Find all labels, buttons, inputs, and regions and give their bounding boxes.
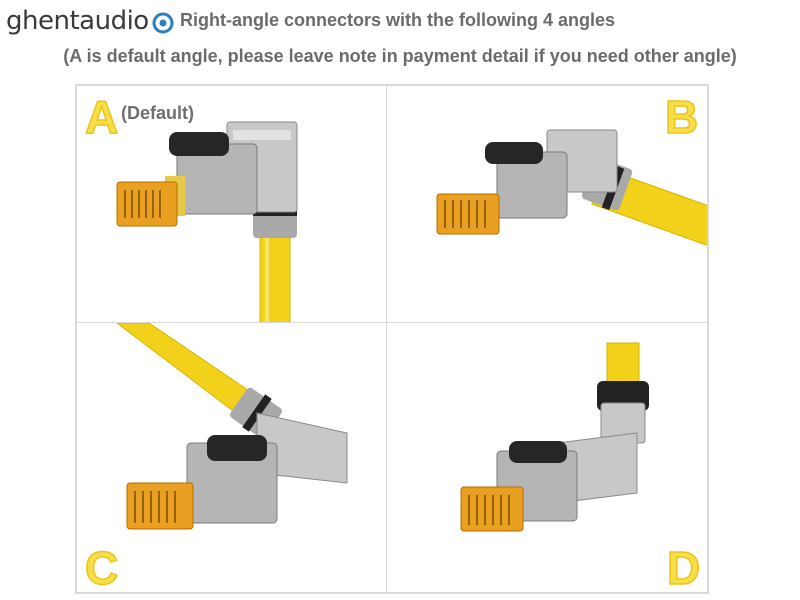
option-d-panel: D [386, 322, 708, 593]
option-a-default-note: (Default) [121, 103, 194, 123]
option-c-panel: C [76, 322, 387, 593]
brand-name: ghentaudio [6, 6, 149, 36]
page-subtitle: (A is default angle, please leave note i… [63, 46, 737, 66]
option-b-letter: B [664, 91, 699, 143]
connector-b-image [436, 129, 707, 246]
connector-d-image [460, 342, 649, 532]
connector-c-image [116, 323, 348, 530]
option-a-letter: A [84, 91, 119, 143]
option-a-panel: A (Default) [76, 85, 387, 323]
connector-a-image [116, 121, 298, 322]
option-d-letter: D [666, 542, 701, 593]
brand-name-suffix: audio [79, 6, 149, 36]
brand-name-prefix: ghent [6, 6, 80, 36]
page-title: Right-angle connectors with the followin… [180, 10, 616, 30]
ring-logo-icon [152, 12, 174, 34]
brand-logo: ghentaudio [6, 4, 174, 38]
option-c-letter: C [84, 542, 119, 593]
option-b-panel: B [386, 85, 708, 323]
angle-options-grid: A (Default) B [75, 84, 709, 594]
